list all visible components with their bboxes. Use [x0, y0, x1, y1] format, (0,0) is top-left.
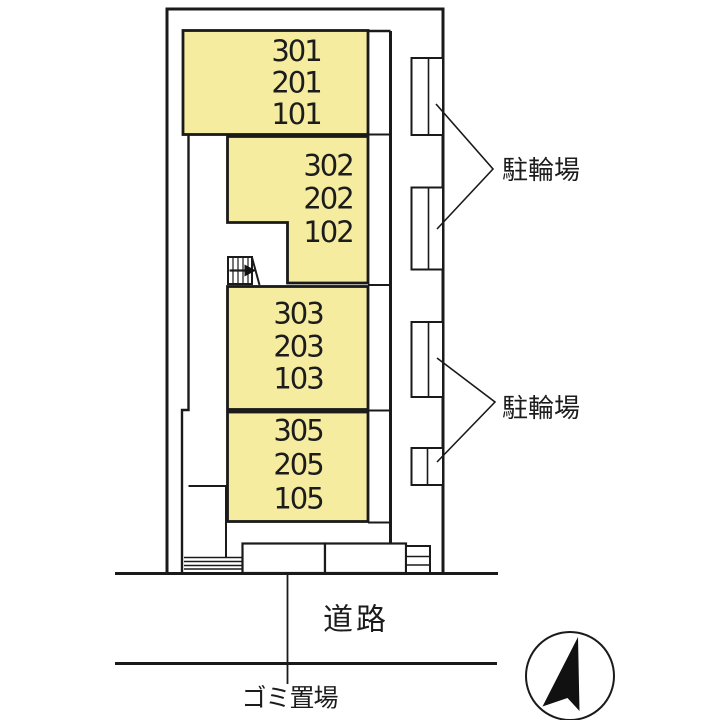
stairs-icon	[227, 256, 261, 286]
fence-hatch	[184, 556, 242, 570]
compass-needle	[542, 637, 580, 711]
room-number: 205	[273, 448, 322, 482]
room-block-3	[226, 285, 370, 411]
room-stack-1: 301 201 101	[271, 34, 322, 131]
bicycle-parking-leader-bottom	[436, 357, 497, 463]
room-stack-2: 302 202 102	[303, 149, 354, 250]
bike-rack-1	[410, 57, 444, 136]
room-number: 302	[303, 149, 352, 183]
stair-arrow-head-icon	[244, 264, 256, 277]
alcove-walls	[188, 485, 227, 557]
room-number: 203	[273, 330, 323, 364]
room-block-1	[181, 29, 370, 136]
bicycle-parking-label-bottom: 駐輪場	[502, 394, 580, 424]
room-stack-3: 303 203 103	[273, 297, 325, 396]
corridor-divider-lines	[368, 133, 391, 524]
entrance-porch-right	[323, 542, 408, 575]
garbage-area-label: ゴミ置場	[241, 684, 338, 713]
room-number: 202	[303, 182, 352, 216]
bike-rack-4	[410, 447, 444, 486]
compass-circle	[525, 631, 615, 720]
room-number: 103	[273, 362, 323, 396]
room-number: 303	[273, 297, 323, 331]
room-number: 101	[271, 97, 320, 131]
room-block-2	[226, 135, 370, 285]
room-stack-4: 305 205 105	[273, 414, 324, 516]
road-label: 道路	[323, 603, 389, 638]
room-number: 102	[303, 215, 352, 249]
room-number: 305	[273, 414, 322, 448]
room-number: 201	[271, 66, 320, 100]
bicycle-parking-leader-top	[435, 103, 495, 230]
room-number: 301	[271, 34, 320, 68]
louver-panel	[405, 545, 431, 574]
entrance-porch-left	[241, 542, 327, 575]
bicycle-parking-label-top: 駐輪場	[502, 156, 580, 186]
room-block-4	[226, 410, 370, 523]
north-arrow-icon	[525, 631, 615, 720]
room-number: 105	[273, 482, 322, 516]
